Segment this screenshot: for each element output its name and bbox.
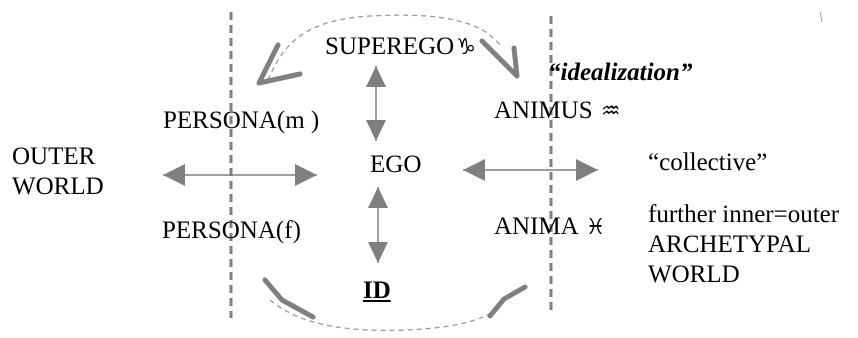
archetypal-world-label: further inner=outer ARCHETYPAL WORLD [648, 201, 840, 288]
top-left-chevron [256, 42, 303, 86]
superego-text: SUPEREGO [325, 33, 455, 60]
animus-label: ANIMUS ♒ [494, 96, 621, 127]
top-right-chevron [479, 38, 520, 79]
outer-world-label: OUTER WORLD [12, 143, 104, 200]
anima-text: ANIMA [494, 213, 578, 240]
bottom-left-chevron [262, 277, 316, 320]
bottom-right-chevron [487, 284, 528, 319]
stray-mark [819, 11, 823, 23]
capricorn-icon: ♑ [456, 35, 476, 60]
anima-label: ANIMA ♓ [494, 212, 605, 243]
persona-f-label: PERSONA(f) [162, 217, 301, 244]
aquarius-icon: ♒ [600, 99, 621, 124]
animus-text: ANIMUS [494, 97, 593, 124]
idealization-label: “idealization” [548, 59, 693, 86]
ego-label: EGO [370, 151, 422, 178]
superego-label: SUPEREGO♑ [325, 32, 476, 63]
pisces-icon: ♓ [585, 215, 606, 240]
collective-label: “collective” [648, 149, 768, 176]
top-dashed-arc [267, 14, 501, 81]
id-label: ID [363, 277, 391, 304]
bottom-dashed-arc [269, 299, 499, 331]
persona-m-label: PERSONA(m ) [163, 107, 320, 134]
